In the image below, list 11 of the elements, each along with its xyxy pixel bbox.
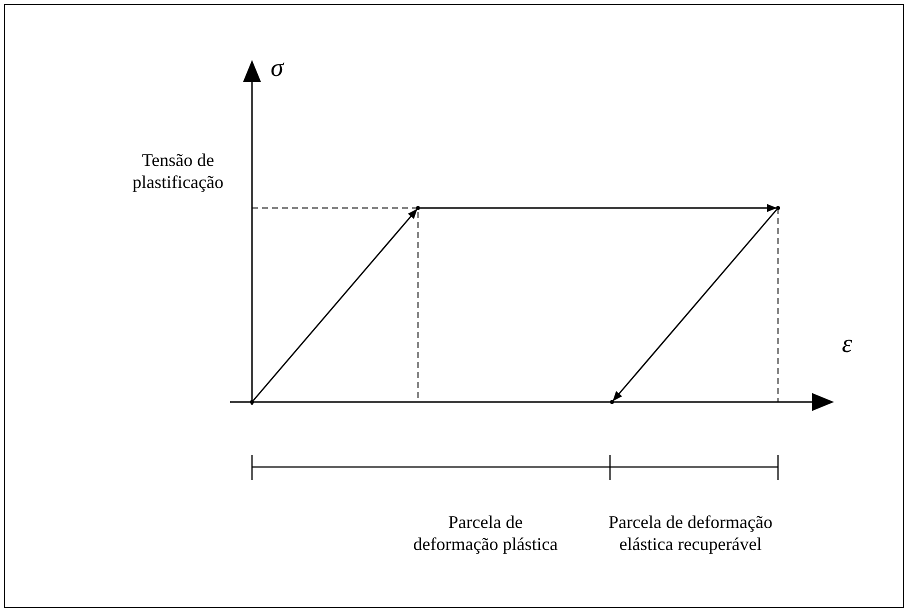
vertex-point (776, 206, 780, 210)
annotation-text: Parcela de deformação plástica (412, 512, 559, 556)
vertex-point (610, 400, 614, 404)
arrow (420, 204, 777, 212)
annotation-text: Tensão de plastificação (132, 150, 224, 194)
axis-symbol: ε (840, 328, 854, 360)
vertex-point (250, 400, 254, 404)
axis-symbol: σ (270, 52, 286, 84)
vertex-point (416, 206, 420, 210)
arrow (612, 209, 778, 402)
annotation-text: Parcela de deformação elástica recuperável (608, 512, 773, 556)
